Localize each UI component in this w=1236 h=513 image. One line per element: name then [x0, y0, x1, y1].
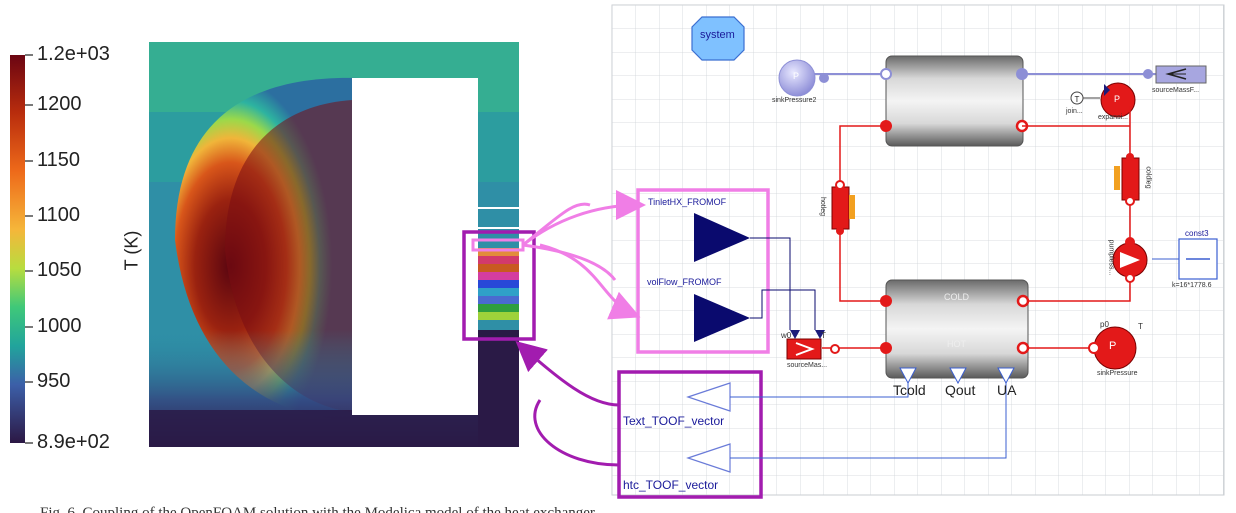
t-input-label: T	[821, 331, 826, 340]
fromof-box	[636, 188, 770, 354]
source-mass-flow[interactable]	[786, 338, 822, 360]
qout-label: Qout	[945, 382, 976, 398]
colorbar-tick-label: 1.2e+03	[37, 43, 110, 65]
ua-label: UA	[997, 382, 1017, 398]
tcold-label: Tcold	[893, 382, 926, 398]
volflow-gain[interactable]	[694, 294, 750, 342]
colorbar-tick-label: 1200	[37, 93, 82, 115]
temperature-field	[149, 42, 519, 447]
colorbar-tick-label: 950	[37, 370, 71, 392]
tinlet-gain[interactable]	[694, 213, 750, 262]
colorbar	[10, 55, 25, 443]
p-glyph: P	[1109, 340, 1117, 352]
text-toof-label: Text_TOOF_vector	[623, 414, 725, 428]
coldleg-label: coldleg	[1144, 166, 1152, 189]
colorbar-tick-label: 1150	[37, 149, 81, 171]
solid-insert	[352, 78, 478, 415]
top-heat-exchanger[interactable]	[885, 55, 1024, 147]
purple-arrows	[515, 341, 620, 467]
colorbar-ticks	[25, 54, 33, 444]
const3-label: const3	[1185, 229, 1209, 238]
const3-value: k=16*1778.6	[1172, 282, 1212, 289]
p-glyph: P	[793, 71, 800, 81]
figure-caption: Fig. 6. Coupling of the OpenFOAM solutio…	[40, 505, 595, 513]
tcold-port	[899, 367, 917, 385]
hotleg-pipe[interactable]	[831, 186, 850, 230]
system-block[interactable]	[691, 16, 745, 61]
pink-arrows	[522, 190, 646, 320]
colorbar-tick-label: 1100	[37, 204, 81, 226]
hot-label: HOT	[947, 339, 966, 349]
sink-pressure-label: sinkPressure	[1097, 370, 1138, 377]
colorbar-tick-label: 1050	[37, 259, 82, 281]
tinlet-label: TinletHX_FROMOF	[648, 197, 727, 207]
sink-pressure2[interactable]	[778, 59, 816, 97]
p0-label: p0	[1100, 320, 1109, 329]
coupling-boundary-box	[462, 230, 536, 341]
volflow-label: volFlow_FROMOF	[647, 277, 722, 287]
toof-box	[617, 370, 763, 499]
hotleg-label: hotleg	[819, 196, 827, 217]
expansion-tank[interactable]	[1100, 82, 1136, 118]
system-label: system	[700, 29, 735, 41]
source-mass-flow-top-label: sourceMassF...	[1152, 87, 1200, 94]
svg-text:T: T	[1075, 95, 1080, 104]
colorbar-tick-label: 8.9e+02	[37, 431, 110, 453]
t-label: T	[1138, 322, 1143, 331]
colorbar-tick-label: 1000	[37, 315, 82, 337]
pump-label: pumpless...	[1107, 239, 1115, 276]
qout-port	[949, 367, 967, 385]
sink-pressure2-label: sinkPressure2	[772, 97, 817, 104]
coldleg-pipe[interactable]	[1121, 157, 1140, 201]
w0-label: w0	[781, 331, 792, 340]
p-glyph: P	[1114, 94, 1121, 104]
ua-port	[997, 367, 1015, 385]
cold-label: COLD	[944, 292, 970, 302]
join-label: join...	[1066, 108, 1083, 115]
expansion-label: expansi...	[1098, 114, 1128, 121]
source-mass-flow-label: sourceMas...	[787, 362, 828, 369]
colorbar-title: T (K)	[121, 230, 142, 271]
htc-toof-label: htc_TOOF_vector	[623, 478, 719, 492]
